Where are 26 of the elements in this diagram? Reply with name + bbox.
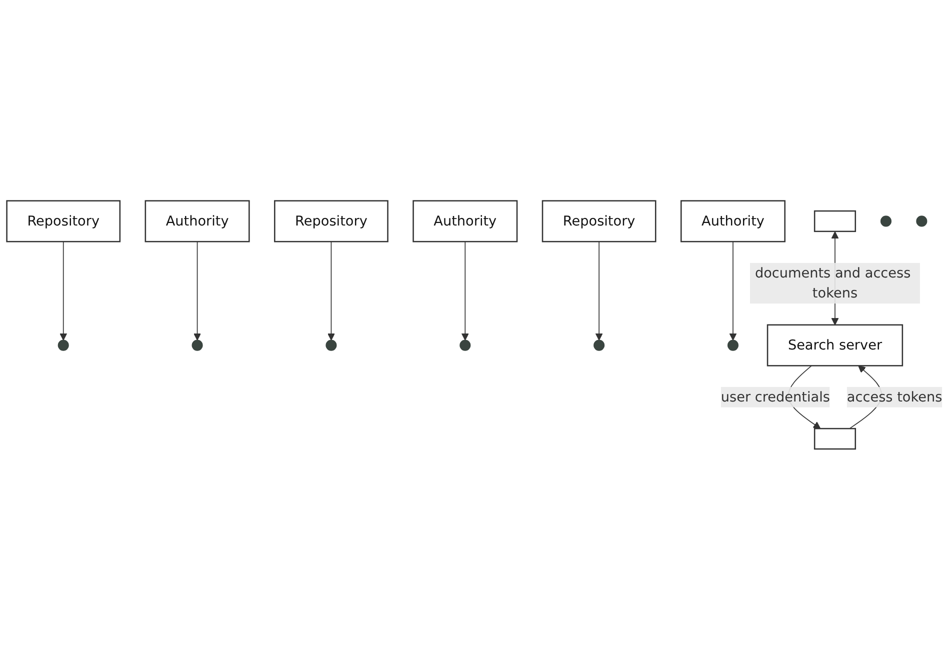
arrow <box>194 240 202 340</box>
node-box: Repository <box>542 200 656 242</box>
node-circle <box>58 339 69 350</box>
node-box: Repository <box>274 200 388 242</box>
node-circle <box>192 339 203 350</box>
arrow <box>729 240 737 340</box>
arrow <box>60 240 68 340</box>
node-box <box>814 210 856 232</box>
node-circle <box>880 215 892 226</box>
node-box: Authority <box>412 200 518 242</box>
node-circle <box>594 339 605 350</box>
node-box: Authority <box>144 200 250 242</box>
node-box: Repository <box>6 200 121 242</box>
node-circle <box>916 215 928 226</box>
edge-label: documents and access tokens <box>754 264 911 301</box>
edge-label: user credentials <box>720 388 830 404</box>
arrow <box>461 240 469 340</box>
node-circle <box>727 339 739 350</box>
node-circle <box>460 339 471 350</box>
arrow <box>595 240 603 340</box>
node-box <box>814 428 856 450</box>
arrow <box>327 240 335 340</box>
edge-label: access tokens <box>846 388 942 404</box>
node-circle <box>326 339 337 350</box>
node-box: Authority <box>680 200 786 242</box>
node-box: Search server <box>766 324 904 366</box>
